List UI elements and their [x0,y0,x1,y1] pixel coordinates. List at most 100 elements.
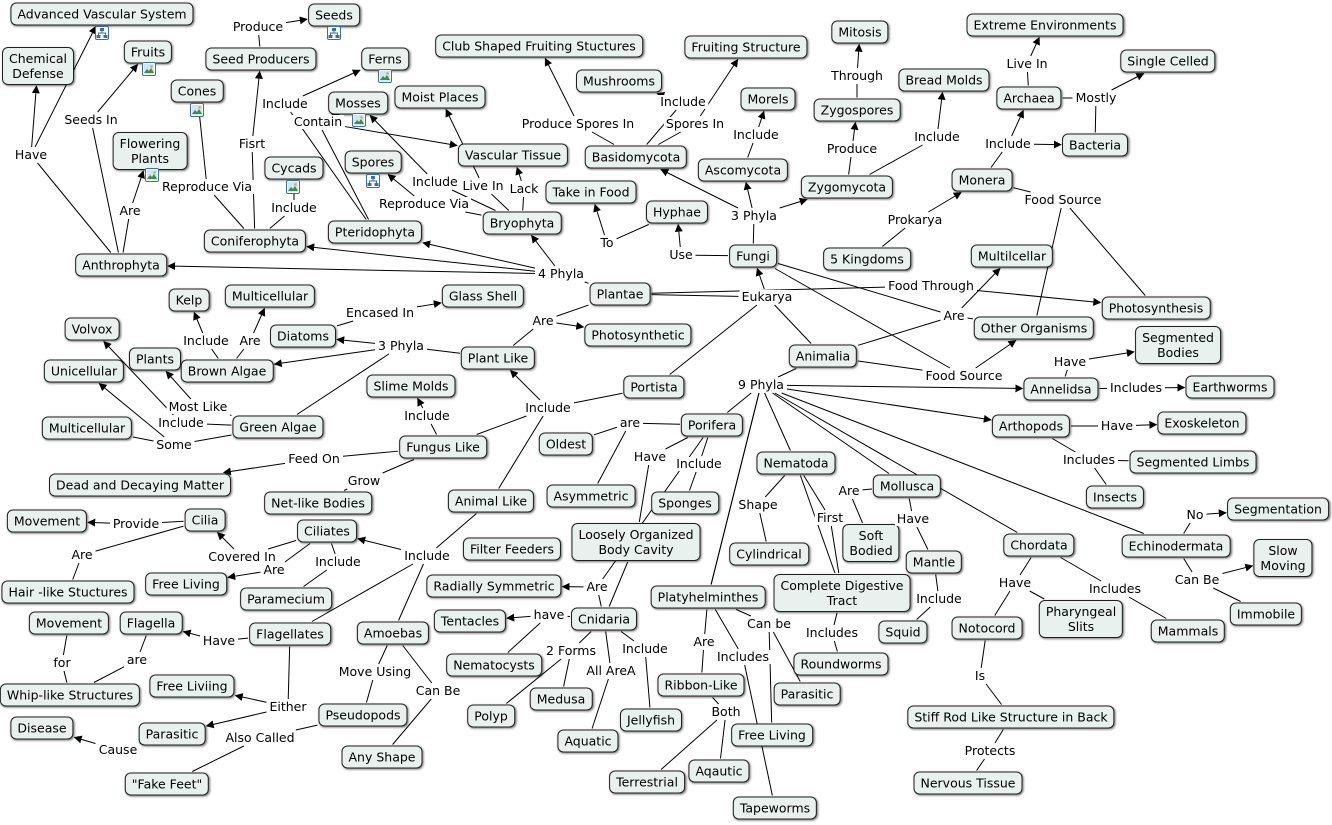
concept-node-cilia[interactable]: Cilia [184,508,226,532]
concept-node-terrestrial[interactable]: Terrestrial [609,770,685,794]
concept-node-animal-like[interactable]: Animal Like [447,489,535,513]
concept-node-filter-feeders[interactable]: Filter Feeders [462,537,562,561]
concept-node-ascomycota[interactable]: Ascomycota [697,158,789,182]
concept-node-platyhelminthes[interactable]: Platyhelminthes [650,585,766,609]
concept-node-chordata[interactable]: Chordata [1003,533,1075,557]
concept-node-aqautic[interactable]: Aqautic [688,759,750,783]
image-icon[interactable] [145,168,159,182]
concept-node-coniferophyta[interactable]: Coniferophyta [203,229,307,253]
concept-node-portista[interactable]: Portista [623,375,685,399]
concept-node-slime-molds[interactable]: Slime Molds [366,374,456,398]
concept-node-plantae[interactable]: Plantae [589,282,651,306]
concept-node-fake-feet[interactable]: "Fake Feet" [124,772,210,796]
image-icon[interactable] [352,113,366,127]
concept-node-nematoda[interactable]: Nematoda [756,451,836,475]
concept-node-fungus-like[interactable]: Fungus Like [399,435,487,459]
concept-node-aquatic[interactable]: Aquatic [557,729,619,753]
image-icon[interactable] [378,69,392,83]
concept-node-multicellular[interactable]: Multicellular [224,284,316,308]
concept-node-chemical-defense[interactable]: Chemical Defense [2,47,74,85]
concept-node-bacteria[interactable]: Bacteria [1062,133,1128,157]
concept-node-mosses[interactable]: Mosses [328,91,388,115]
concept-node-complete-digestive-tract[interactable]: Complete Digestive Tract [773,574,911,612]
concept-node-pteridophyta[interactable]: Pteridophyta [327,220,423,244]
concept-node-porifera[interactable]: Porifera [680,413,744,437]
concept-node-plant-like[interactable]: Plant Like [460,346,536,370]
concept-node-whip-like-structures[interactable]: Whip-like Structures [0,683,141,707]
concept-node-polyp[interactable]: Polyp [467,704,515,728]
concept-node-brown-algae[interactable]: Brown Algae [180,359,274,383]
concept-node-diatoms[interactable]: Diatoms [270,324,336,348]
concept-node-free-living[interactable]: Free Living [731,723,813,747]
concept-node-plants[interactable]: Plants [128,347,182,371]
concept-node-other-organisms[interactable]: Other Organisms [973,316,1095,340]
concept-node-fungi[interactable]: Fungi [729,244,777,268]
concept-node-arthopods[interactable]: Arthopods [991,414,1071,438]
image-icon[interactable] [142,62,156,76]
concept-node-ferns[interactable]: Ferns [361,47,409,71]
concept-node-roundworms[interactable]: Roundworms [793,652,889,676]
concept-node-single-celled[interactable]: Single Celled [1120,49,1216,73]
concept-node-hair-like-stuctures[interactable]: Hair -like Stuctures [1,580,135,604]
concept-node-paramecium[interactable]: Paramecium [240,587,332,611]
concept-node-cylindrical[interactable]: Cylindrical [729,542,809,566]
concept-node-dead-and-decaying-matter[interactable]: Dead and Decaying Matter [49,473,231,497]
concept-node-cycads[interactable]: Cycads [264,156,324,180]
concept-node-seeds[interactable]: Seeds [308,3,360,27]
concept-node-segmented-bodies[interactable]: Segmented Bodies [1135,326,1221,364]
concept-node-ribbon-like[interactable]: Ribbon-Like [657,673,745,697]
concept-node-oldest[interactable]: Oldest [538,432,594,456]
concept-node-5-kingdoms[interactable]: 5 Kingdoms [823,247,911,271]
concept-node-medusa[interactable]: Medusa [529,687,593,711]
concept-node-flowering-plants[interactable]: Flowering Plants [112,132,188,170]
concept-map-icon[interactable] [95,26,109,40]
concept-node-monera[interactable]: Monera [951,168,1013,192]
concept-node-take-in-food[interactable]: Take in Food [545,180,637,204]
concept-node-free-living[interactable]: Free Living [145,572,227,596]
concept-node-morels[interactable]: Morels [740,87,796,111]
concept-node-vascular-tissue[interactable]: Vascular Tissue [457,143,569,167]
concept-node-jellyfish[interactable]: Jellyfish [619,708,683,732]
concept-node-free-liviing[interactable]: Free Liviing [149,674,235,698]
concept-node-segmentation[interactable]: Segmentation [1227,497,1329,521]
concept-node-loosely-organized-body-cavity[interactable]: Loosely Organized Body Cavity [571,523,701,561]
concept-node-earthworms[interactable]: Earthworms [1185,375,1275,399]
concept-node-notocord[interactable]: Notocord [951,616,1023,640]
concept-node-zygomycota[interactable]: Zygomycota [800,175,894,199]
concept-node-unicellular[interactable]: Unicellular [43,359,125,383]
concept-node-insects[interactable]: Insects [1085,485,1145,509]
concept-node-club-shaped-fruiting-stuctures[interactable]: Club Shaped Fruiting Stuctures [435,34,643,58]
concept-node-extreme-environments[interactable]: Extreme Environments [966,13,1124,37]
concept-node-movement[interactable]: Movement [28,611,110,635]
concept-node-glass-shell[interactable]: Glass Shell [441,284,525,308]
concept-node-radially-symmetric[interactable]: Radially Symmetric [426,574,562,598]
concept-node-fruiting-structure[interactable]: Fruiting Structure [684,35,808,59]
concept-node-asymmetric[interactable]: Asymmetric [546,484,636,508]
concept-node-zygospores[interactable]: Zygospores [813,98,901,122]
concept-node-pharyngeal-slits[interactable]: Pharyngeal Slits [1038,600,1124,638]
concept-node-soft-bodied[interactable]: Soft Bodied [842,524,900,562]
concept-node-flagella[interactable]: Flagella [119,611,183,635]
concept-node-amoebas[interactable]: Amoebas [356,621,430,645]
concept-node-advanced-vascular-system[interactable]: Advanced Vascular System [10,2,194,26]
concept-node-multilcellar[interactable]: Multilcellar [970,244,1054,268]
concept-node-parasitic[interactable]: Parasitic [773,682,841,706]
concept-node-parasitic[interactable]: Parasitic [138,722,206,746]
concept-node-bread-molds[interactable]: Bread Molds [898,68,990,92]
concept-node-seed-producers[interactable]: Seed Producers [205,47,317,71]
concept-node-annelidsa[interactable]: Annelidsa [1023,377,1099,401]
concept-node-mollusca[interactable]: Mollusca [872,474,942,498]
concept-node-mushrooms[interactable]: Mushrooms [576,69,662,93]
concept-node-anthrophyta[interactable]: Anthrophyta [75,253,167,277]
concept-node-segmented-limbs[interactable]: Segmented Limbs [1129,450,1257,474]
concept-node-cnidaria[interactable]: Cnidaria [571,607,637,631]
concept-node-photosynthetic[interactable]: Photosynthetic [584,323,692,347]
concept-node-mammals[interactable]: Mammals [1150,619,1226,643]
concept-node-tapeworms[interactable]: Tapeworms [732,796,818,820]
concept-node-ciliates[interactable]: Ciliates [297,519,357,543]
concept-node-fruits[interactable]: Fruits [123,40,173,64]
concept-node-echinodermata[interactable]: Echinodermata [1121,534,1231,558]
concept-node-sponges[interactable]: Sponges [651,491,719,515]
concept-node-nematocysts[interactable]: Nematocysts [446,653,542,677]
concept-node-kelp[interactable]: Kelp [168,288,210,312]
